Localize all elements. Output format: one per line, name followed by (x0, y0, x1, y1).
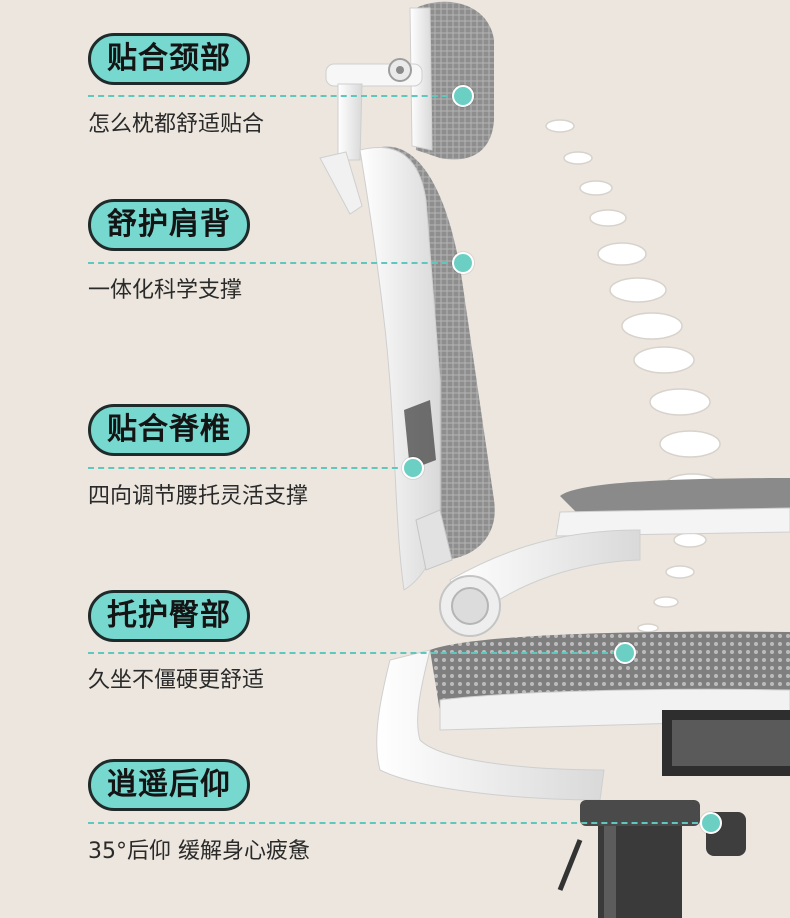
feature-title: 逍遥后仰 (88, 759, 250, 811)
leader-line-hip (88, 652, 618, 654)
feature-desc: 久坐不僵硬更舒适 (88, 668, 265, 693)
hotspot-dot-spine (402, 457, 424, 479)
seat (376, 631, 790, 801)
hotspot-dot-shoulder (452, 252, 474, 274)
feature-title: 贴合颈部 (88, 33, 250, 85)
hotspot-dot-hip (614, 642, 636, 664)
feature-desc: 四向调节腰托灵活支撑 (88, 484, 309, 509)
feature-title: 舒护肩背 (88, 199, 250, 251)
feature-title: 贴合脊椎 (88, 404, 250, 456)
headrest (319, 1, 494, 215)
hotspot-dot-neck (452, 85, 474, 107)
leader-line-recline (88, 822, 708, 824)
feature-desc: 35°后仰 缓解身心疲惫 (88, 839, 310, 864)
hotspot-dot-recline (700, 812, 722, 834)
feature-desc: 一体化科学支撑 (88, 278, 243, 303)
feature-shoulder: 舒护肩背 (88, 199, 250, 251)
leader-line-shoulder (88, 262, 458, 264)
armrest (439, 478, 790, 637)
feature-spine: 贴合脊椎 (88, 404, 250, 456)
leader-line-neck (88, 95, 458, 97)
feature-title: 托护臀部 (88, 590, 250, 642)
feature-neck: 贴合颈部 (88, 33, 250, 85)
feature-recline: 逍遥后仰 (88, 759, 250, 811)
backrest (359, 146, 495, 591)
leader-line-spine (88, 467, 408, 469)
feature-hip: 托护臀部 (88, 590, 250, 642)
feature-desc: 怎么枕都舒适贴合 (88, 112, 265, 137)
chair-base (557, 800, 746, 918)
